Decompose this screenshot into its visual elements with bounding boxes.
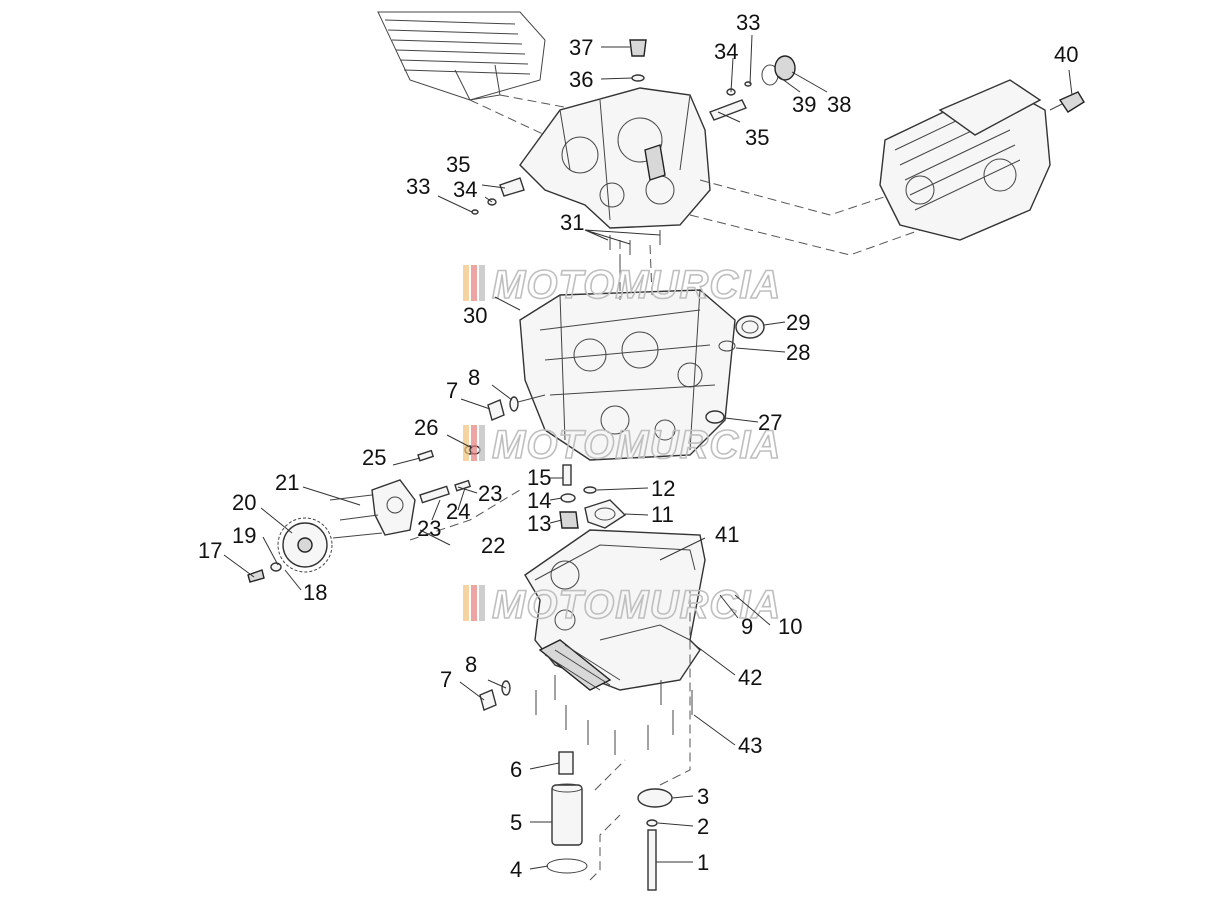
label-7b: 7 — [440, 667, 452, 692]
cylinder-left — [377, 11, 581, 136]
label-8: 8 — [468, 365, 480, 390]
label-35b: 35 — [446, 152, 470, 177]
label-27: 27 — [758, 410, 782, 435]
label-17: 17 — [198, 538, 222, 563]
label-12: 12 — [651, 476, 675, 501]
label-23: 23 — [478, 481, 502, 506]
part-labels: 37 36 33 34 35 39 38 40 35 34 33 31 30 2… — [198, 10, 1078, 882]
label-39: 39 — [792, 92, 816, 117]
watermark-bottom: MOTOMURCIA — [463, 582, 781, 628]
label-21: 21 — [275, 470, 299, 495]
fittings-right — [469, 315, 765, 455]
oil-sump — [524, 529, 706, 691]
label-18: 18 — [303, 580, 327, 605]
label-3: 3 — [697, 784, 709, 809]
label-19: 19 — [232, 523, 256, 548]
label-38: 38 — [827, 92, 851, 117]
label-34b: 34 — [453, 177, 477, 202]
label-13: 13 — [527, 511, 551, 536]
label-2: 2 — [697, 814, 709, 839]
svg-text:MOTOMURCIA: MOTOMURCIA — [492, 583, 781, 627]
label-42: 42 — [738, 665, 762, 690]
label-9: 9 — [741, 614, 753, 639]
fittings-top — [471, 39, 796, 215]
label-26: 26 — [414, 415, 438, 440]
label-8b: 8 — [465, 652, 477, 677]
label-15: 15 — [527, 465, 551, 490]
label-40: 40 — [1054, 42, 1078, 67]
label-5: 5 — [510, 810, 522, 835]
svg-text:MOTOMURCIA: MOTOMURCIA — [492, 423, 781, 467]
label-22: 22 — [481, 533, 505, 558]
label-33: 33 — [736, 10, 760, 35]
label-36: 36 — [569, 67, 593, 92]
label-41: 41 — [715, 522, 739, 547]
watermark-middle: MOTOMURCIA — [463, 422, 781, 468]
label-35: 35 — [745, 125, 769, 150]
label-23b: 23 — [417, 516, 441, 541]
bypass-valve-parts — [559, 464, 627, 529]
label-10: 10 — [778, 614, 802, 639]
label-6: 6 — [510, 757, 522, 782]
label-4: 4 — [510, 857, 522, 882]
crankcase-upper — [519, 87, 921, 256]
label-14: 14 — [527, 488, 551, 513]
label-34: 34 — [714, 39, 738, 64]
label-30: 30 — [463, 303, 487, 328]
plugs-7-8 — [479, 394, 546, 711]
watermark-top: MOTOMURCIA — [463, 262, 781, 308]
label-31: 31 — [560, 210, 584, 235]
leader-lines — [223, 34, 1073, 870]
label-29: 29 — [786, 310, 810, 335]
label-24: 24 — [446, 499, 470, 524]
label-20: 20 — [232, 490, 256, 515]
oil-pump-assembly — [247, 445, 521, 583]
label-43: 43 — [738, 733, 762, 758]
label-25: 25 — [362, 445, 386, 470]
label-37: 37 — [569, 35, 593, 60]
svg-text:MOTOMURCIA: MOTOMURCIA — [492, 263, 781, 307]
cylinder-head-right — [879, 79, 1085, 241]
label-11: 11 — [651, 502, 674, 527]
bolts — [535, 230, 693, 755]
label-28: 28 — [786, 340, 810, 365]
label-1: 1 — [697, 850, 709, 875]
crankcase-lower — [519, 240, 736, 461]
label-33b: 33 — [406, 174, 430, 199]
label-7: 7 — [446, 378, 458, 403]
